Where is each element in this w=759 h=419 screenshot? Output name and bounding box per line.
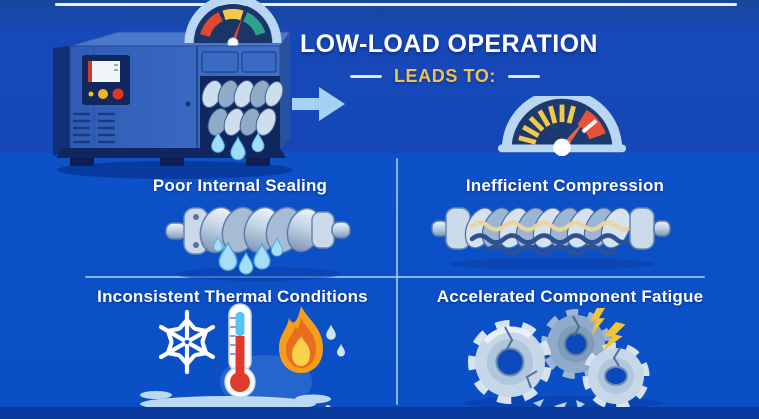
snowflake-thermometer-flame-icon (137, 303, 345, 414)
subtitle: LEADS TO: (393, 66, 497, 86)
quadrant-label-accelerated-component-fatigue: Accelerated Component Fatigue (436, 287, 704, 306)
top-rule (55, 3, 737, 6)
thermometer-icon (224, 303, 256, 398)
overload-gauge-icon (184, 0, 282, 49)
exposed-rotors (201, 80, 284, 136)
bottom-shadow-band (0, 407, 759, 419)
subtitle-rule-right (508, 75, 541, 78)
subtitle-rule-left (349, 75, 382, 78)
gear-small (582, 342, 650, 410)
leaking-screw-rotor-icon (165, 206, 351, 281)
wavy-airflow-rotor-icon (431, 207, 671, 270)
quadrant-label-inefficient-compression: Inefficient Compression (465, 176, 665, 195)
quadrant-label-inconsistent-thermal-conditions: Inconsistent Thermal Conditions (97, 287, 368, 306)
flame-icon (279, 306, 323, 373)
vent-grilles (73, 112, 115, 144)
lightning-bolt-icons (590, 308, 626, 353)
control-panel (82, 55, 130, 105)
cracked-gears-lightning-icon (463, 308, 663, 410)
air-compressor-illustration (53, 0, 293, 179)
quadrant-label-poor-internal-sealing: Poor Internal Sealing (152, 176, 328, 195)
airflow-wave-yellow (470, 220, 634, 232)
header: LOW-LOAD OPERATION LEADS TO: (300, 30, 598, 87)
horizontal-divider (85, 276, 705, 278)
snowflake-icon (158, 309, 216, 375)
airflow-wave-navy-2 (486, 244, 618, 256)
page-title: LOW-LOAD OPERATION (300, 30, 598, 58)
vertical-divider (396, 158, 398, 405)
subtitle-row: LEADS TO: (300, 66, 590, 87)
compressor-shadow (57, 161, 293, 179)
right-arrow-icon (292, 87, 345, 121)
redline-pressure-gauge-icon (497, 96, 627, 156)
water-drip-icons (326, 324, 345, 357)
airflow-wave-navy-1 (469, 233, 635, 245)
gear-large (468, 320, 552, 404)
